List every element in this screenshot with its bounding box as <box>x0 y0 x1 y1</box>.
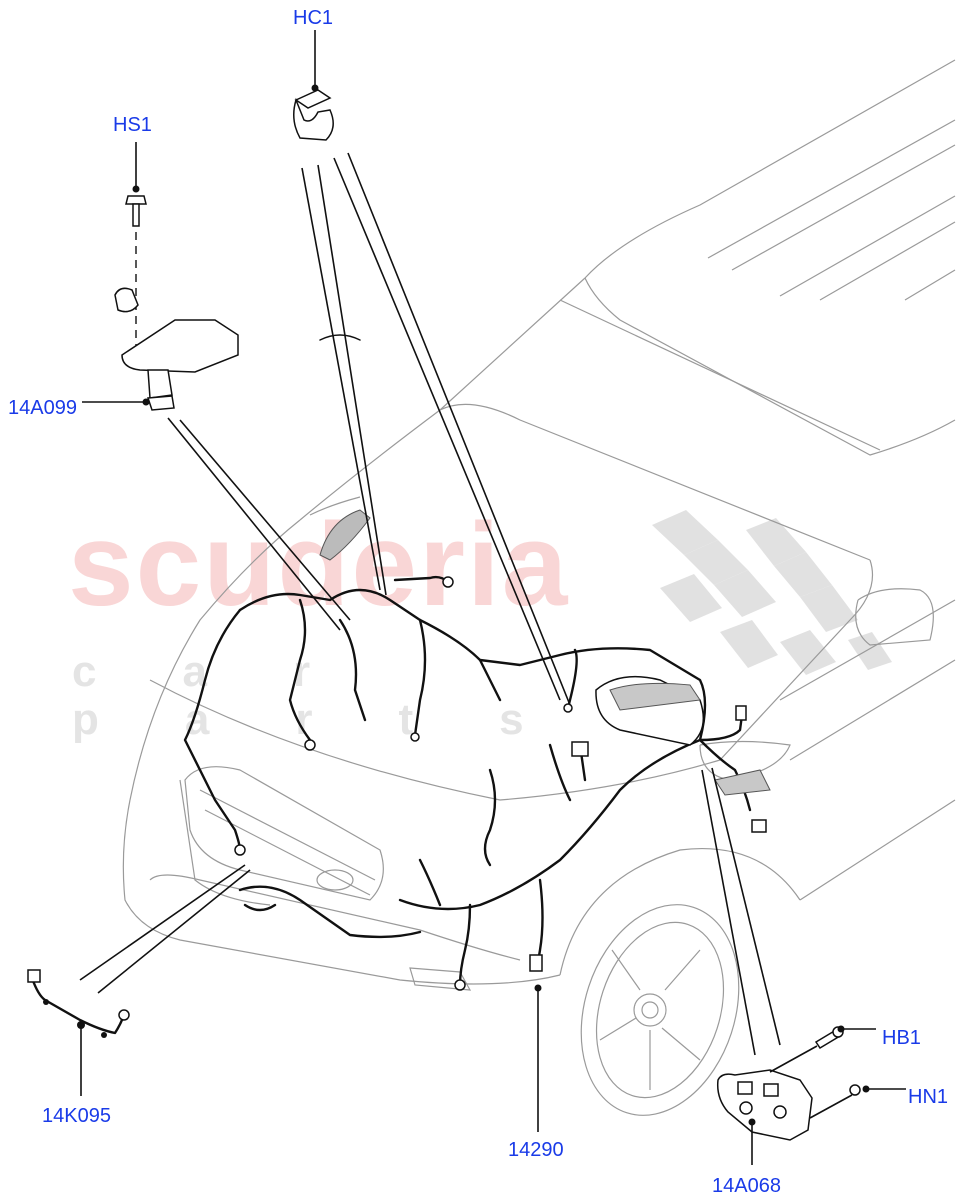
sub-harness-part-14k095 <box>27 864 251 1096</box>
nut-part-hn1 <box>809 1084 906 1119</box>
callout-14k095: 14K095 <box>42 1105 111 1127</box>
checkered-flag-watermark <box>652 510 892 675</box>
callout-14a068: 14A068 <box>712 1175 781 1197</box>
watermark-sub-text: car parts <box>72 647 610 744</box>
watermark-main-text: scuderia <box>68 499 570 631</box>
bolt-part-hb1 <box>769 1025 876 1073</box>
vehicle-outline <box>122 59 956 1116</box>
callout-14290: 14290 <box>508 1139 564 1161</box>
callout-14a099: 14A099 <box>8 397 77 419</box>
callout-hs1: HS1 <box>113 114 152 136</box>
main-harness-leader-14290 <box>534 984 542 1132</box>
callout-hc1: HC1 <box>293 7 334 29</box>
screw-part-hs1 <box>125 142 147 355</box>
engine-harness-drawing <box>183 334 771 991</box>
bracket-part-14a099 <box>82 287 351 631</box>
callout-hb1: HB1 <box>882 1027 921 1049</box>
callout-hn1: HN1 <box>908 1086 949 1108</box>
harness-clip-part-hc1 <box>293 30 571 706</box>
junction-bracket-part-14a068 <box>701 767 813 1165</box>
